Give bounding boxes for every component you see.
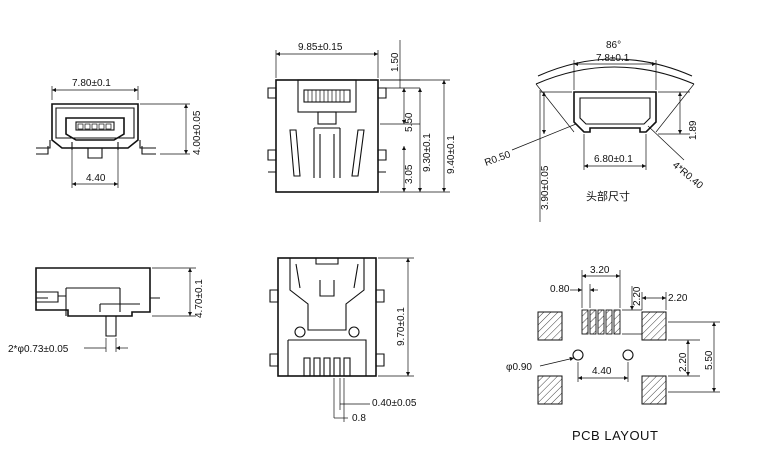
pcb-pad-bottom-left: [537, 375, 563, 405]
side-pin-label: 2*φ0.73±0.05: [8, 344, 69, 355]
pcb-layout: 3.20 0.80 2.20 2.20 2.20 5.50 φ0.90 4.40: [506, 265, 720, 443]
pcb-hole-left: [572, 349, 584, 361]
top-label-150: 1.50: [390, 52, 401, 72]
head-height-label: 3.90±0.05: [540, 165, 551, 210]
pcb-layout-caption: PCB LAYOUT: [572, 428, 658, 443]
pcb-hole-label: φ0.90: [506, 362, 532, 373]
top-label-940: 9.40±0.1: [446, 135, 457, 174]
top-label-550: 5.50: [404, 112, 415, 132]
head-side-label: 1.89: [688, 120, 699, 140]
head-radius-outer-label: R0.50: [483, 149, 512, 169]
pcb-hole-spacing-label: 4.40: [592, 366, 612, 377]
top-label-305: 3.05: [404, 164, 415, 184]
top-width-label: 9.85±0.15: [298, 42, 343, 53]
head-size-view: 86° 7.8±0.1 6.80±0.1 3.90±0.05 1.89 R0.5…: [483, 40, 705, 222]
pcb-pad-top-right: [641, 311, 667, 341]
front-height-label: 4.00±0.05: [192, 110, 203, 155]
pcb-signal-pads: [581, 309, 621, 335]
pcb-total-height-label: 5.50: [704, 350, 715, 370]
bottom-pin-width-label: 0.40±0.05: [372, 398, 417, 409]
head-width-bottom-label: 6.80±0.1: [594, 154, 633, 165]
pcb-hole-right: [622, 349, 634, 361]
head-size-caption: 头部尺寸: [586, 189, 630, 203]
head-radius-inner-label: 4*R0.40: [670, 160, 705, 192]
front-width-label: 7.80±0.1: [72, 78, 111, 89]
bottom-view: 0.40±0.05 0.8 9.70±0.1: [269, 257, 417, 424]
pcb-pad-gap-label: 2.20: [678, 352, 689, 372]
pcb-pad-bottom-right: [641, 375, 667, 405]
front-mount-label: 4.40: [86, 173, 106, 184]
side-height-label: 4.70±0.1: [194, 279, 205, 318]
side-view: 4.70±0.1 2*φ0.73±0.05: [8, 267, 205, 355]
pcb-pitch-total-label: 3.20: [590, 265, 610, 276]
bottom-pitch-label: 0.8: [352, 413, 366, 424]
front-view: 7.80±0.1 4.00±0.05 4.40: [36, 78, 203, 188]
bottom-height-label: 9.70±0.1: [396, 307, 407, 346]
top-label-930: 9.30±0.1: [422, 133, 433, 172]
pcb-pad-width-label: 0.80: [550, 284, 570, 295]
head-width-top-label: 7.8±0.1: [596, 53, 630, 64]
pcb-pad-height-label: 2.20: [632, 286, 643, 306]
head-angle-label: 86°: [606, 40, 621, 51]
top-view: 9.85±0.15 1.50 5.50 9.30±0.1 9.40±0.1 3.…: [267, 40, 457, 193]
pcb-side-pad-label: 2.20: [668, 293, 688, 304]
pcb-pad-top-left: [537, 311, 563, 341]
